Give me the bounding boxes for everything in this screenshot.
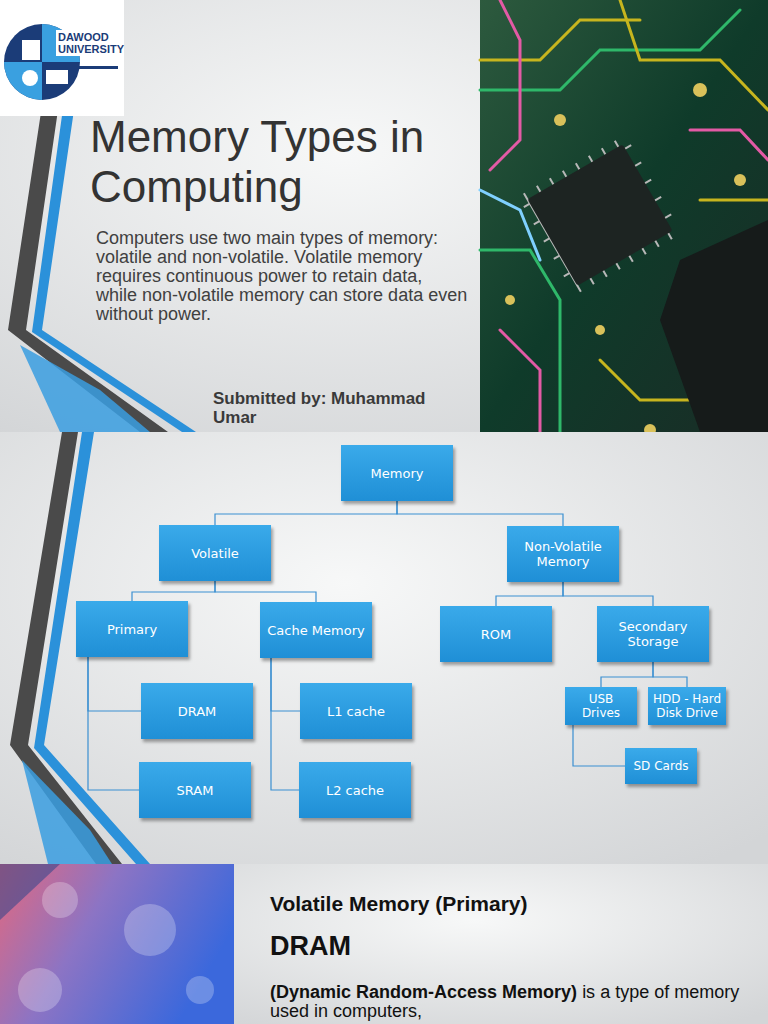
logo-name: DAWOOD UNIVERSITY	[56, 30, 122, 56]
tree-connector	[573, 725, 625, 766]
box-label: DRAM	[145, 704, 249, 719]
tree-connector	[397, 501, 563, 526]
box-label: Secondary Storage	[601, 619, 705, 649]
memory-box: ROM	[440, 606, 552, 662]
memory-box: Non-Volatile Memory	[507, 526, 619, 582]
author-note: Submitted by: Muhammad Umar	[213, 389, 468, 427]
box-label: L2 cache	[303, 783, 407, 798]
box-label: Non-Volatile Memory	[511, 539, 615, 569]
box-label: SRAM	[143, 783, 247, 798]
box-label: L1 cache	[304, 704, 408, 719]
box-label: Volatile	[163, 546, 267, 561]
memory-box: L1 cache	[300, 683, 412, 739]
box-label: USB Drives	[568, 692, 634, 720]
tree-connector	[215, 501, 397, 525]
tree-connector	[271, 658, 300, 711]
box-label: ROM	[444, 627, 548, 642]
memory-box: SRAM	[139, 762, 251, 818]
topic-heading: DRAM	[270, 931, 750, 962]
tree-connector	[496, 582, 563, 606]
tree-connector	[601, 662, 653, 687]
memory-box: Memory	[341, 445, 453, 501]
tree-connector	[132, 581, 215, 601]
memory-box: Primary	[76, 601, 188, 657]
memory-box: SD Cards	[625, 748, 697, 784]
memory-box: Secondary Storage	[597, 606, 709, 662]
definition-paragraph: (Dynamic Random-Access Memory)is a type …	[270, 983, 740, 1021]
memory-box: DRAM	[141, 683, 253, 739]
memory-box: Volatile	[159, 525, 271, 581]
box-label: Primary	[80, 622, 184, 637]
tree-connector	[271, 658, 299, 790]
section-heading: Volatile Memory (Primary)	[270, 891, 750, 916]
memory-box: HDD - Hard Disk Drive	[648, 687, 726, 725]
tree-connector	[653, 662, 687, 687]
memory-box: L2 cache	[299, 762, 411, 818]
box-label: Cache Memory	[264, 623, 368, 638]
box-label: HDD - Hard Disk Drive	[651, 692, 723, 720]
memory-box: USB Drives	[565, 687, 637, 725]
tree-connector	[88, 657, 139, 790]
tree-connector	[563, 582, 653, 606]
slide-title: Memory Types in Computing	[90, 112, 475, 212]
term-expansion: (Dynamic Random-Access Memory)	[270, 982, 577, 1002]
tree-connector	[88, 657, 141, 711]
tree-connector	[215, 581, 316, 602]
intro-text: Computers use two main types of memory: …	[96, 229, 468, 324]
box-label: Memory	[345, 466, 449, 481]
box-label: SD Cards	[628, 759, 694, 773]
memory-box: Cache Memory	[260, 602, 372, 658]
